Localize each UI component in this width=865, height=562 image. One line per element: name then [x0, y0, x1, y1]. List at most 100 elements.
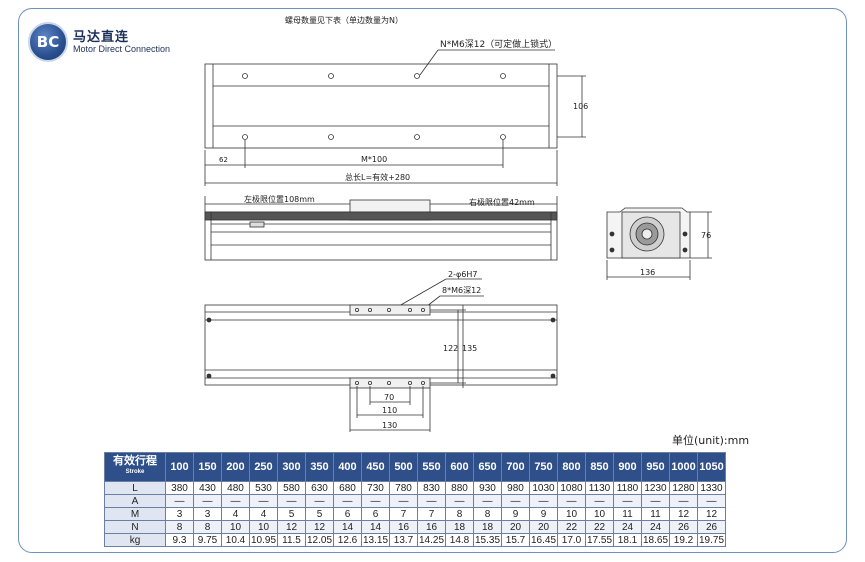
table-cell: — [669, 494, 698, 508]
table-cell: 13.15 [361, 533, 390, 547]
table-cell: — [361, 494, 390, 508]
stroke-cell: 1050 [697, 452, 726, 482]
table-cell: 26 [669, 520, 698, 534]
stroke-cell: 350 [305, 452, 334, 482]
table-cell: 22 [557, 520, 586, 534]
table-cell: 18.65 [641, 533, 670, 547]
table-cell: 20 [529, 520, 558, 534]
table-cell: 530 [249, 481, 278, 495]
table-cell: — [305, 494, 334, 508]
stroke-cell: 150 [193, 452, 222, 482]
table-cell: 8 [445, 507, 474, 521]
table-cell: 10 [585, 507, 614, 521]
table-cell: 1280 [669, 481, 698, 495]
sensor [249, 221, 265, 228]
table-cell: 9.3 [165, 533, 194, 547]
dim-total-length: 总长L=有效+280 [345, 172, 410, 182]
stroke-cell: 600 [445, 452, 474, 482]
stroke-cell: 700 [501, 452, 530, 482]
mount-hole [242, 134, 248, 140]
stroke-cell: 850 [585, 452, 614, 482]
table-cell: 10 [249, 520, 278, 534]
hole-callout-top: N*M6深12（可定做上锁式） [440, 38, 557, 50]
stroke-cell: 800 [557, 452, 586, 482]
table-cell: 10 [557, 507, 586, 521]
stroke-cell: 550 [417, 452, 446, 482]
stroke-cell: 1000 [669, 452, 698, 482]
table-cell: 10 [221, 520, 250, 534]
dim-62: 62 [219, 156, 228, 164]
row-label: N [104, 520, 166, 534]
end-hole [682, 247, 688, 253]
table-cell: 1230 [641, 481, 670, 495]
table-cell: 5 [277, 507, 306, 521]
table-cell: 14.25 [417, 533, 446, 547]
carriage-hole [386, 307, 391, 312]
carriage-hole [367, 380, 372, 385]
brand-name-en: Motor Direct Connection [73, 44, 171, 54]
table-cell: 680 [333, 481, 362, 495]
carriage-bottom-edge [349, 377, 431, 389]
table-cell: 3 [165, 507, 194, 521]
stroke-header: 有效行程 Stroke [104, 452, 166, 482]
brand-name-cn: 马达直连 [73, 30, 130, 45]
table-cell: 19.2 [669, 533, 698, 547]
dim-110: 110 [382, 406, 397, 415]
table-cell: 930 [473, 481, 502, 495]
table-cell: 4 [221, 507, 250, 521]
table-cell: 480 [221, 481, 250, 495]
table-cell: 7 [417, 507, 446, 521]
table-cell: 1030 [529, 481, 558, 495]
bottom-corner-hole [206, 317, 212, 323]
unit-label: 单位(unit):mm [672, 434, 750, 447]
dim-76: 76 [701, 231, 711, 240]
row-label: M [104, 507, 166, 521]
bottom-corner-hole [550, 373, 556, 379]
top-view: 106 62 M*100 总长L=有效+280 [204, 63, 588, 186]
table-cell: — [557, 494, 586, 508]
table-cell: 16 [389, 520, 418, 534]
table-cell: 9 [501, 507, 530, 521]
table-cell: 16.45 [529, 533, 558, 547]
carriage-hole [407, 380, 412, 385]
carriage-top-edge [349, 304, 431, 316]
table-cell: 14.8 [445, 533, 474, 547]
stroke-cell: 450 [361, 452, 390, 482]
table-cell: — [529, 494, 558, 508]
table-cell: 3 [193, 507, 222, 521]
stroke-cell: 750 [529, 452, 558, 482]
mount-hole [500, 134, 506, 140]
table-cell: 10.95 [249, 533, 278, 547]
right-limit-label: 右极限位置42mm [469, 197, 535, 207]
table-cell: — [417, 494, 446, 508]
end-hole [682, 231, 688, 237]
bottom-corner-hole [206, 373, 212, 379]
brand-logo: BC [28, 22, 68, 62]
table-cell: 1180 [613, 481, 642, 495]
stroke-cell: 650 [473, 452, 502, 482]
hole-callout-bottom: 8*M6深12 [442, 286, 481, 295]
table-cell: 5 [305, 507, 334, 521]
carriage-hole [386, 380, 391, 385]
table-cell: 24 [613, 520, 642, 534]
table-cell: 430 [193, 481, 222, 495]
table-cell: 4 [249, 507, 278, 521]
dim-106: 106 [573, 102, 588, 111]
bottom-corner-hole [550, 317, 556, 323]
table-cell: 8 [193, 520, 222, 534]
leader-line [419, 49, 439, 76]
table-cell: 11.5 [277, 533, 306, 547]
stroke-cell: 250 [249, 452, 278, 482]
table-cell: 11 [641, 507, 670, 521]
table-cell: 7 [389, 507, 418, 521]
table-cell: — [277, 494, 306, 508]
dim-130: 130 [382, 421, 397, 430]
table-cell: 9 [529, 507, 558, 521]
table-cell: 18.1 [613, 533, 642, 547]
table-cell: 26 [697, 520, 726, 534]
stroke-cell: 900 [613, 452, 642, 482]
table-cell: 830 [417, 481, 446, 495]
